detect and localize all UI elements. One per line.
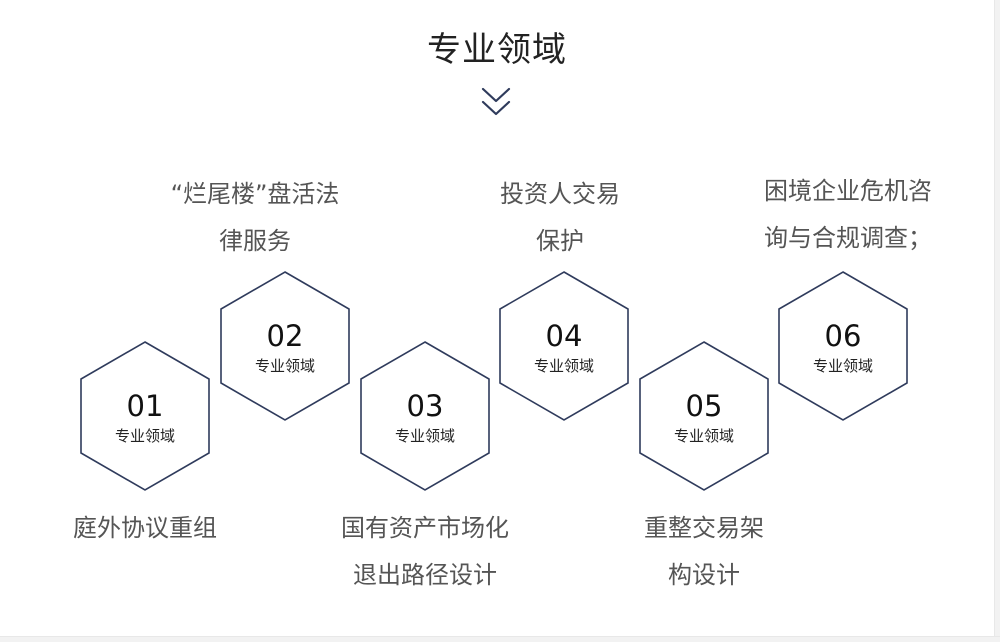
right-edge-divider: [994, 0, 1000, 641]
caption-line: 投资人交易: [500, 180, 620, 208]
practice-area-caption-05: 重整交易架 构设计: [614, 505, 794, 599]
hexagon-label: 专业领域: [114, 427, 175, 445]
caption-line: 困境企业危机咨: [764, 177, 932, 205]
hexagon-number: 05: [685, 389, 723, 423]
hexagon-number: 01: [126, 389, 164, 423]
hexagon-outline: [639, 341, 769, 491]
caption-line: 退出路径设计: [353, 561, 497, 589]
hexagon-number: 06: [824, 319, 862, 353]
practice-area-hexagon-03[interactable]: 03 专业领域: [360, 341, 490, 491]
hexagon-label: 专业领域: [254, 357, 315, 375]
practice-area-hexagon-05[interactable]: 05 专业领域: [639, 341, 769, 491]
practice-area-hexagon-02[interactable]: 02 专业领域: [220, 271, 350, 421]
hexagon-number: 02: [266, 319, 304, 353]
double-chevron-down-icon: [481, 87, 511, 116]
caption-line: 保护: [536, 227, 584, 255]
practice-area-hexagon-06[interactable]: 06 专业领域: [778, 271, 908, 421]
hexagon-label: 专业领域: [673, 427, 734, 445]
practice-area-hexagon-01[interactable]: 01 专业领域: [80, 341, 210, 491]
caption-line: 律服务: [219, 227, 291, 255]
hexagon-outline: [499, 271, 629, 421]
section-title: 专业领域: [427, 30, 567, 70]
practice-area-caption-06: 困境企业危机咨 询与合规调查；: [748, 168, 948, 262]
practice-area-caption-01: 庭外协议重组: [55, 505, 235, 552]
caption-line: “烂尾楼”盘活法: [170, 180, 340, 208]
caption-line: 构设计: [668, 561, 740, 589]
hexagon-outline: [80, 341, 210, 491]
practice-area-caption-04: 投资人交易 保护: [470, 171, 650, 265]
caption-line: 重整交易架: [644, 514, 764, 542]
caption-line: 庭外协议重组: [73, 514, 217, 542]
hexagon-label: 专业领域: [394, 427, 455, 445]
hexagon-label: 专业领域: [812, 357, 873, 375]
practice-area-caption-03: 国有资产市场化 退出路径设计: [325, 505, 525, 599]
practice-area-caption-02: “烂尾楼”盘活法 律服务: [155, 171, 355, 265]
hexagon-outline: [778, 271, 908, 421]
caption-line: 国有资产市场化: [341, 514, 509, 542]
hexagon-label: 专业领域: [533, 357, 594, 375]
hexagon-number: 03: [406, 389, 444, 423]
caption-line: 询与合规调查；: [764, 224, 932, 252]
hexagon-outline: [360, 341, 490, 491]
hexagon-outline: [220, 271, 350, 421]
practice-area-hexagon-04[interactable]: 04 专业领域: [499, 271, 629, 421]
hexagon-number: 04: [545, 319, 583, 353]
bottom-edge-divider: [0, 636, 1000, 642]
